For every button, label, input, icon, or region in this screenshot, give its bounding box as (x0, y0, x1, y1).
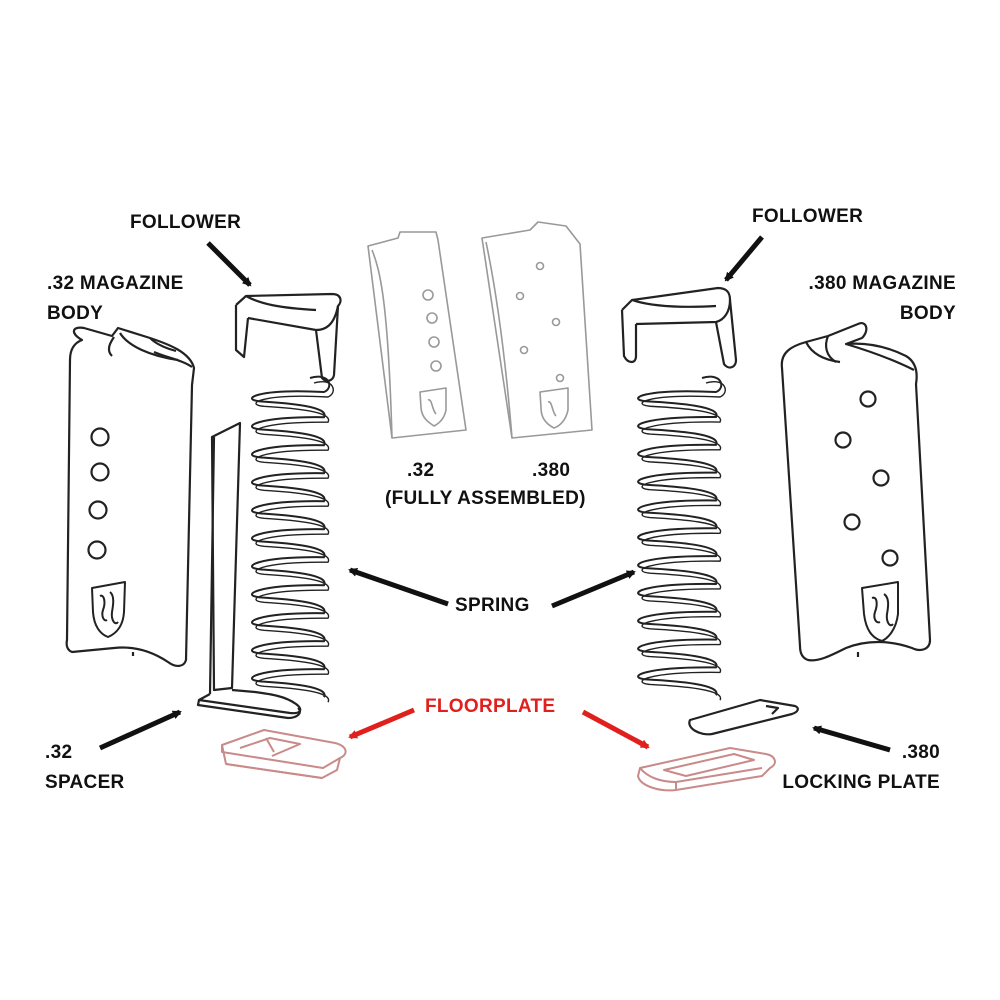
label-mag32-body-line2: BODY (47, 303, 104, 324)
label-fully-assembled: (FULLY ASSEMBLED) (385, 488, 586, 509)
assembled-380-thumbnail (481, 221, 593, 439)
spring-left-drawing (250, 375, 334, 703)
mag32-shield-logo (91, 581, 126, 638)
label-follower-left: FOLLOWER (130, 212, 242, 233)
arrow-follower-right (724, 235, 764, 282)
arrow-floorplate-right (581, 709, 650, 750)
label-locking-plate-380-line1: .380 (901, 742, 940, 763)
label-locking-plate-380-line2: LOCKING PLATE (782, 772, 940, 793)
label-spacer-32-line1: .32 (45, 742, 73, 763)
label-assembled-32: .32 (407, 460, 435, 481)
label-mag32-body: .32 MAGAZINE BODY (47, 269, 184, 329)
spacer32-drawing (196, 421, 302, 720)
label-spacer-32: .32 SPACER (45, 738, 125, 798)
label-locking-plate-380: .380 LOCKING PLATE (782, 738, 940, 798)
arrow-follower-left (206, 241, 252, 287)
arrow-spring-left (348, 567, 449, 607)
arrow-locking-plate (812, 725, 891, 753)
mag380-body-drawing (780, 322, 932, 662)
label-spacer-32-line2: SPACER (45, 772, 125, 793)
label-mag380-body: .380 MAGAZINE BODY (809, 269, 957, 329)
label-assembled-380: .380 (532, 460, 571, 481)
floorplate380-drawing (637, 747, 776, 792)
label-spring: SPRING (455, 595, 530, 616)
follower-left-drawing (234, 292, 342, 382)
arrow-floorplate-left (348, 707, 415, 740)
label-mag380-body-line2: BODY (899, 303, 956, 324)
arrow-spring-right (551, 569, 636, 609)
label-mag32-body-line1: .32 MAGAZINE (47, 273, 184, 294)
label-floorplate: FLOORPLATE (425, 696, 556, 717)
spring-right-drawing (637, 375, 726, 701)
mag380-shield-logo (861, 581, 899, 642)
floorplate32-drawing (221, 729, 347, 779)
assembled-32-thumbnail (367, 231, 467, 439)
arrow-spacer (98, 709, 182, 751)
locking-plate-380-drawing (688, 698, 799, 736)
label-follower-right: FOLLOWER (752, 206, 864, 227)
pointer-arrows (98, 235, 891, 753)
mag32-body-drawing (65, 326, 196, 667)
follower-right-drawing (620, 286, 738, 369)
label-mag380-body-line1: .380 MAGAZINE (808, 273, 956, 294)
